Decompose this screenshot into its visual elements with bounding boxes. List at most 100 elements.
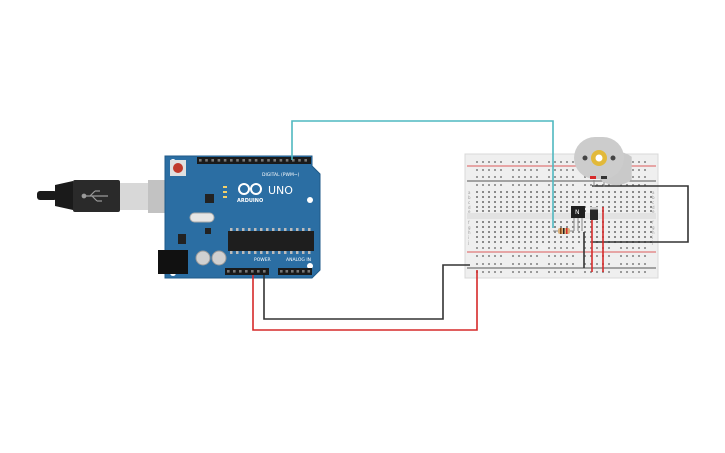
motor-screw-icon — [610, 155, 616, 161]
usb-icon — [81, 190, 108, 202]
dc-motor[interactable] — [573, 132, 632, 187]
breadboard-hole — [476, 169, 478, 171]
breadboard-hole — [560, 196, 562, 198]
digital-header[interactable] — [197, 157, 311, 164]
breadboard-hole — [596, 231, 598, 233]
breadboard-hole — [500, 184, 502, 186]
breadboard-hole — [632, 196, 634, 198]
breadboard-hole — [572, 241, 574, 243]
breadboard-hole — [530, 255, 532, 257]
breadboard-hole — [584, 255, 586, 257]
breadboard-hole — [482, 221, 484, 223]
breadboard-hole — [476, 206, 478, 208]
breadboard-hole — [554, 191, 556, 193]
row-letter: g — [652, 225, 655, 230]
breadboard-hole — [596, 263, 598, 265]
breadboard-hole — [524, 169, 526, 171]
breadboard-hole — [524, 263, 526, 265]
row-letter: d — [468, 205, 471, 210]
diode-cathode-band — [590, 207, 598, 210]
usb-cable[interactable] — [37, 180, 184, 213]
breadboard-hole — [650, 231, 652, 233]
arduino-uno-board[interactable]: DIGITAL (PWM~) POWER ANALOG IN ARDUINO U… — [158, 155, 321, 279]
breadboard-hole — [638, 191, 640, 193]
breadboard-hole — [572, 169, 574, 171]
breadboard-hole — [638, 196, 640, 198]
breadboard-hole — [506, 196, 508, 198]
chip-pin — [248, 228, 251, 231]
breadboard-hole — [536, 176, 538, 178]
breadboard-hole — [536, 247, 538, 249]
breadboard-hole — [506, 201, 508, 203]
breadboard-hole — [506, 236, 508, 238]
breadboard-hole — [500, 191, 502, 193]
breadboard-hole — [536, 263, 538, 265]
breadboard-hole — [518, 191, 520, 193]
breadboard-hole — [488, 271, 490, 273]
breadboard-hole — [554, 226, 556, 228]
breadboard-hole — [584, 271, 586, 273]
analog-header[interactable] — [278, 268, 312, 275]
breadboard-hole — [494, 184, 496, 186]
breadboard-hole — [614, 226, 616, 228]
chip-pin — [248, 251, 251, 254]
breadboard-hole — [638, 201, 640, 203]
breadboard-hole — [548, 255, 550, 257]
breadboard-hole — [560, 221, 562, 223]
breadboard-hole — [650, 221, 652, 223]
breadboard-hole — [500, 231, 502, 233]
power-wire-5v[interactable] — [252, 270, 478, 331]
board-model-label: UNO — [268, 184, 293, 197]
breadboard-hole — [494, 255, 496, 257]
breadboard-hole — [512, 176, 514, 178]
breadboard-hole — [608, 247, 610, 249]
breadboard-hole — [590, 255, 592, 257]
breadboard-hole — [482, 210, 484, 212]
row-letter: j — [467, 240, 469, 245]
ground-wire[interactable] — [263, 264, 470, 320]
breadboard-hole — [494, 201, 496, 203]
row-letter: f — [652, 220, 654, 225]
breadboard-hole — [590, 201, 592, 203]
breadboard-hole — [512, 231, 514, 233]
breadboard-hole — [524, 196, 526, 198]
header-pin — [257, 270, 260, 273]
breadboard-hole — [566, 241, 568, 243]
breadboard-hole — [560, 206, 562, 208]
breadboard-hole — [578, 221, 580, 223]
breadboard-hole — [554, 247, 556, 249]
breadboard-hole — [530, 169, 532, 171]
chip-pin — [266, 228, 269, 231]
resistor[interactable] — [553, 228, 574, 234]
diode[interactable] — [590, 207, 598, 220]
breadboard-hole — [500, 247, 502, 249]
breadboard-hole — [566, 255, 568, 257]
breadboard-hole — [476, 210, 478, 212]
breadboard-hole — [626, 206, 628, 208]
chip-pin — [254, 251, 257, 254]
breadboard-hole — [482, 169, 484, 171]
npn-transistor[interactable]: N — [571, 206, 585, 231]
breadboard-hole — [638, 206, 640, 208]
chip-pin — [278, 228, 281, 231]
breadboard-hole — [482, 255, 484, 257]
breadboard-hole — [584, 241, 586, 243]
breadboard-hole — [536, 226, 538, 228]
breadboard-hole — [608, 236, 610, 238]
breadboard-hole — [632, 221, 634, 223]
breadboard-hole — [572, 247, 574, 249]
chip-pin — [290, 228, 293, 231]
breadboard-hole — [590, 221, 592, 223]
motor-return-wire[interactable] — [592, 185, 689, 243]
chip-pin — [254, 228, 257, 231]
breadboard-hole — [506, 210, 508, 212]
signal-wire-pin3[interactable] — [291, 120, 554, 228]
breadboard-hole — [482, 206, 484, 208]
breadboard-hole — [548, 247, 550, 249]
breadboard-hole — [632, 255, 634, 257]
chip-pin — [284, 251, 287, 254]
breadboard-hole — [626, 184, 628, 186]
breadboard-hole — [596, 196, 598, 198]
breadboard-hole — [524, 247, 526, 249]
